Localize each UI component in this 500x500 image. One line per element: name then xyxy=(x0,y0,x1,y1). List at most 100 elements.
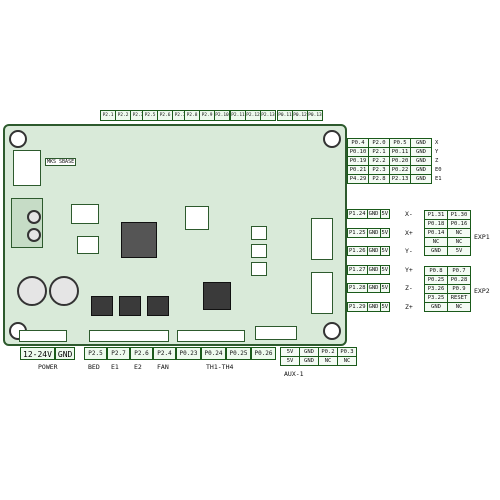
mosfet xyxy=(147,296,169,316)
board-model-label: MKS SBASE xyxy=(45,158,77,166)
led-indicator xyxy=(27,210,41,224)
table-cell: P0.3 xyxy=(337,347,357,357)
table-cell: P0.21 xyxy=(347,165,369,175)
table-cell: P1.30 xyxy=(447,210,471,220)
table-cell: P0.14 xyxy=(424,228,448,238)
axis-label: E1 xyxy=(435,176,442,182)
table-cell: P1.25 xyxy=(347,227,368,238)
capacitor xyxy=(49,276,79,306)
table-cell: P1.29 xyxy=(347,302,368,312)
table-cell: NC xyxy=(447,302,471,312)
table-cell: 5V xyxy=(379,264,391,275)
table-cell: P0.2 xyxy=(318,347,338,357)
table-cell: GND xyxy=(410,147,432,157)
table-cell: GND xyxy=(366,209,381,219)
mounting-hole xyxy=(9,130,27,148)
table-cell: GND xyxy=(410,165,432,175)
table-cell: P2.3 xyxy=(368,165,390,175)
table-cell: 5V xyxy=(379,209,391,219)
mounting-hole xyxy=(323,322,341,340)
endstop-label: X- xyxy=(405,210,413,218)
table-cell: P2.0 xyxy=(368,138,390,148)
output-pin-label: P2.5 xyxy=(84,347,107,360)
motor-pin-label: P2.9 xyxy=(199,110,215,121)
table-cell: P0.10 xyxy=(347,147,369,157)
table-cell: 5V xyxy=(379,302,391,312)
endstop-label: Z- xyxy=(405,284,413,293)
table-cell: P0.22 xyxy=(389,165,411,175)
table-cell: NC xyxy=(318,356,338,366)
output-label: FAN xyxy=(157,363,169,371)
table-cell: RESET xyxy=(447,293,471,303)
ic-chip xyxy=(71,204,99,224)
table-cell: 5V xyxy=(379,283,391,294)
table-cell: P0.11 xyxy=(389,147,411,157)
motor-pin-label: P0.13 xyxy=(307,110,323,121)
motor-pin-label: P2.11 xyxy=(230,110,246,121)
table-cell: P0.4 xyxy=(347,138,369,148)
motor-pin-label: P0.12 xyxy=(292,110,308,121)
table-cell: P3.25 xyxy=(424,293,448,303)
power-vin-label: 12-24V xyxy=(20,347,55,360)
output-label: E2 xyxy=(134,363,142,371)
table-cell: P0.8 xyxy=(424,266,448,276)
table-cell: P2.13 xyxy=(389,174,411,184)
table-cell: P0.16 xyxy=(447,219,471,229)
exp2-header xyxy=(311,272,333,314)
table-cell: 5V xyxy=(379,246,391,257)
table-cell: GND xyxy=(424,246,448,256)
table-cell: 5V xyxy=(280,356,300,366)
table-cell: P1.28 xyxy=(347,283,368,294)
exp1-header xyxy=(311,218,333,260)
table-cell: P0.18 xyxy=(424,219,448,229)
table-cell: P0.25 xyxy=(424,275,448,285)
table-cell: NC xyxy=(447,228,471,238)
table-cell: GND xyxy=(366,227,381,238)
table-cell: NC xyxy=(424,237,448,247)
axis-label: Y xyxy=(435,149,439,155)
table-cell: P0.7 xyxy=(447,266,471,276)
table-cell: GND xyxy=(366,246,381,257)
table-cell: GND xyxy=(299,356,319,366)
endstop-label: Y+ xyxy=(405,265,413,274)
capacitor xyxy=(17,276,47,306)
endstop-label: Y- xyxy=(405,247,413,256)
endstop-connector xyxy=(251,226,267,240)
led-indicator xyxy=(27,228,41,242)
output-pin-label: P2.7 xyxy=(107,347,130,360)
ic-chip xyxy=(77,236,99,254)
thermistor-pin-label: P0.26 xyxy=(251,347,276,360)
axis-label: E0 xyxy=(435,167,442,173)
exp1-label: EXP1 xyxy=(474,233,490,241)
motor-pin-label: P0.11 xyxy=(277,110,293,121)
power-caption: POWER xyxy=(38,363,58,371)
thermistor-caption: TH1-TH4 xyxy=(206,363,234,371)
table-cell: P2.1 xyxy=(368,147,390,157)
motor-pin-label: P2.1 xyxy=(100,110,116,121)
mosfet xyxy=(203,282,231,310)
table-cell: P1.26 xyxy=(347,246,368,257)
thermistor-pin-label: P0.25 xyxy=(226,347,251,360)
output-pin-label: P2.6 xyxy=(130,347,153,360)
table-cell: P4.29 xyxy=(347,174,369,184)
